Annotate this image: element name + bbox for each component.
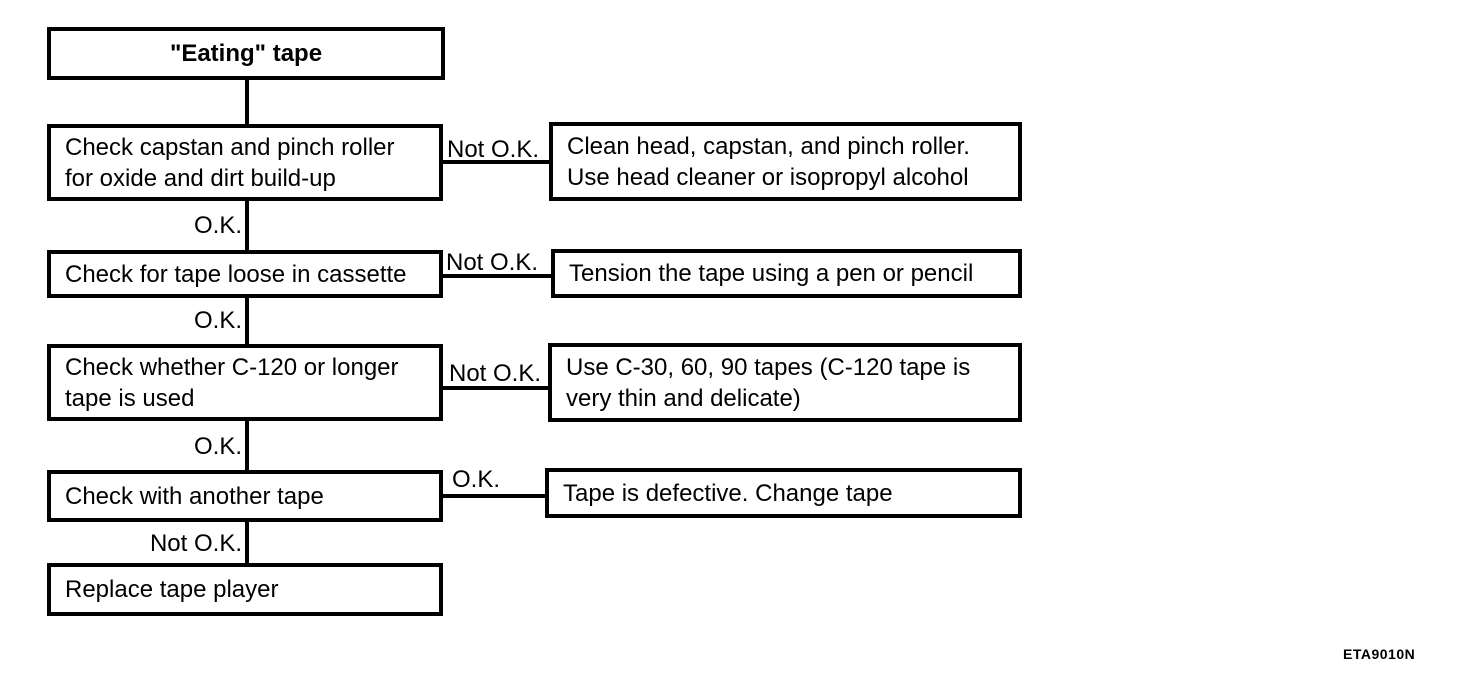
start-box: "Eating" tape <box>47 27 445 80</box>
figure-code: ETA9010N <box>1343 646 1416 662</box>
action-box-1: Clean head, capstan, and pinch roller. U… <box>549 122 1022 201</box>
not-ok-label-4: Not O.K. <box>149 530 242 557</box>
branch-label-4: O.K. <box>452 466 501 493</box>
check-box-4: Check with another tape <box>47 470 443 522</box>
action-box-4: Tape is defective. Change tape <box>545 468 1022 518</box>
check-box-1: Check capstan and pinch roller for oxide… <box>47 124 443 201</box>
trunk-line-segment <box>245 522 249 563</box>
ok-label-1: O.K. <box>193 212 242 239</box>
branch-connector-3 <box>443 386 548 390</box>
branch-label-3: Not O.K. <box>449 360 542 387</box>
ok-label-3: O.K. <box>193 433 242 460</box>
branch-connector-2 <box>443 274 551 278</box>
action-box-3: Use C-30, 60, 90 tapes (C-120 tape is ve… <box>548 343 1022 422</box>
branch-connector-4 <box>443 494 545 498</box>
check-box-2: Check for tape loose in cassette <box>47 250 443 298</box>
trunk-line-segment <box>245 80 249 124</box>
check-box-3: Check whether C-120 or longer tape is us… <box>47 344 443 421</box>
branch-label-1: Not O.K. <box>447 136 540 163</box>
trunk-line-segment <box>245 298 249 344</box>
ok-label-2: O.K. <box>193 307 242 334</box>
action-box-2: Tension the tape using a pen or pencil <box>551 249 1022 298</box>
final-action-box: Replace tape player <box>47 563 443 616</box>
trunk-line-segment <box>245 421 249 470</box>
trunk-line-segment <box>245 201 249 250</box>
branch-connector-1 <box>443 160 549 164</box>
branch-label-2: Not O.K. <box>446 249 539 276</box>
